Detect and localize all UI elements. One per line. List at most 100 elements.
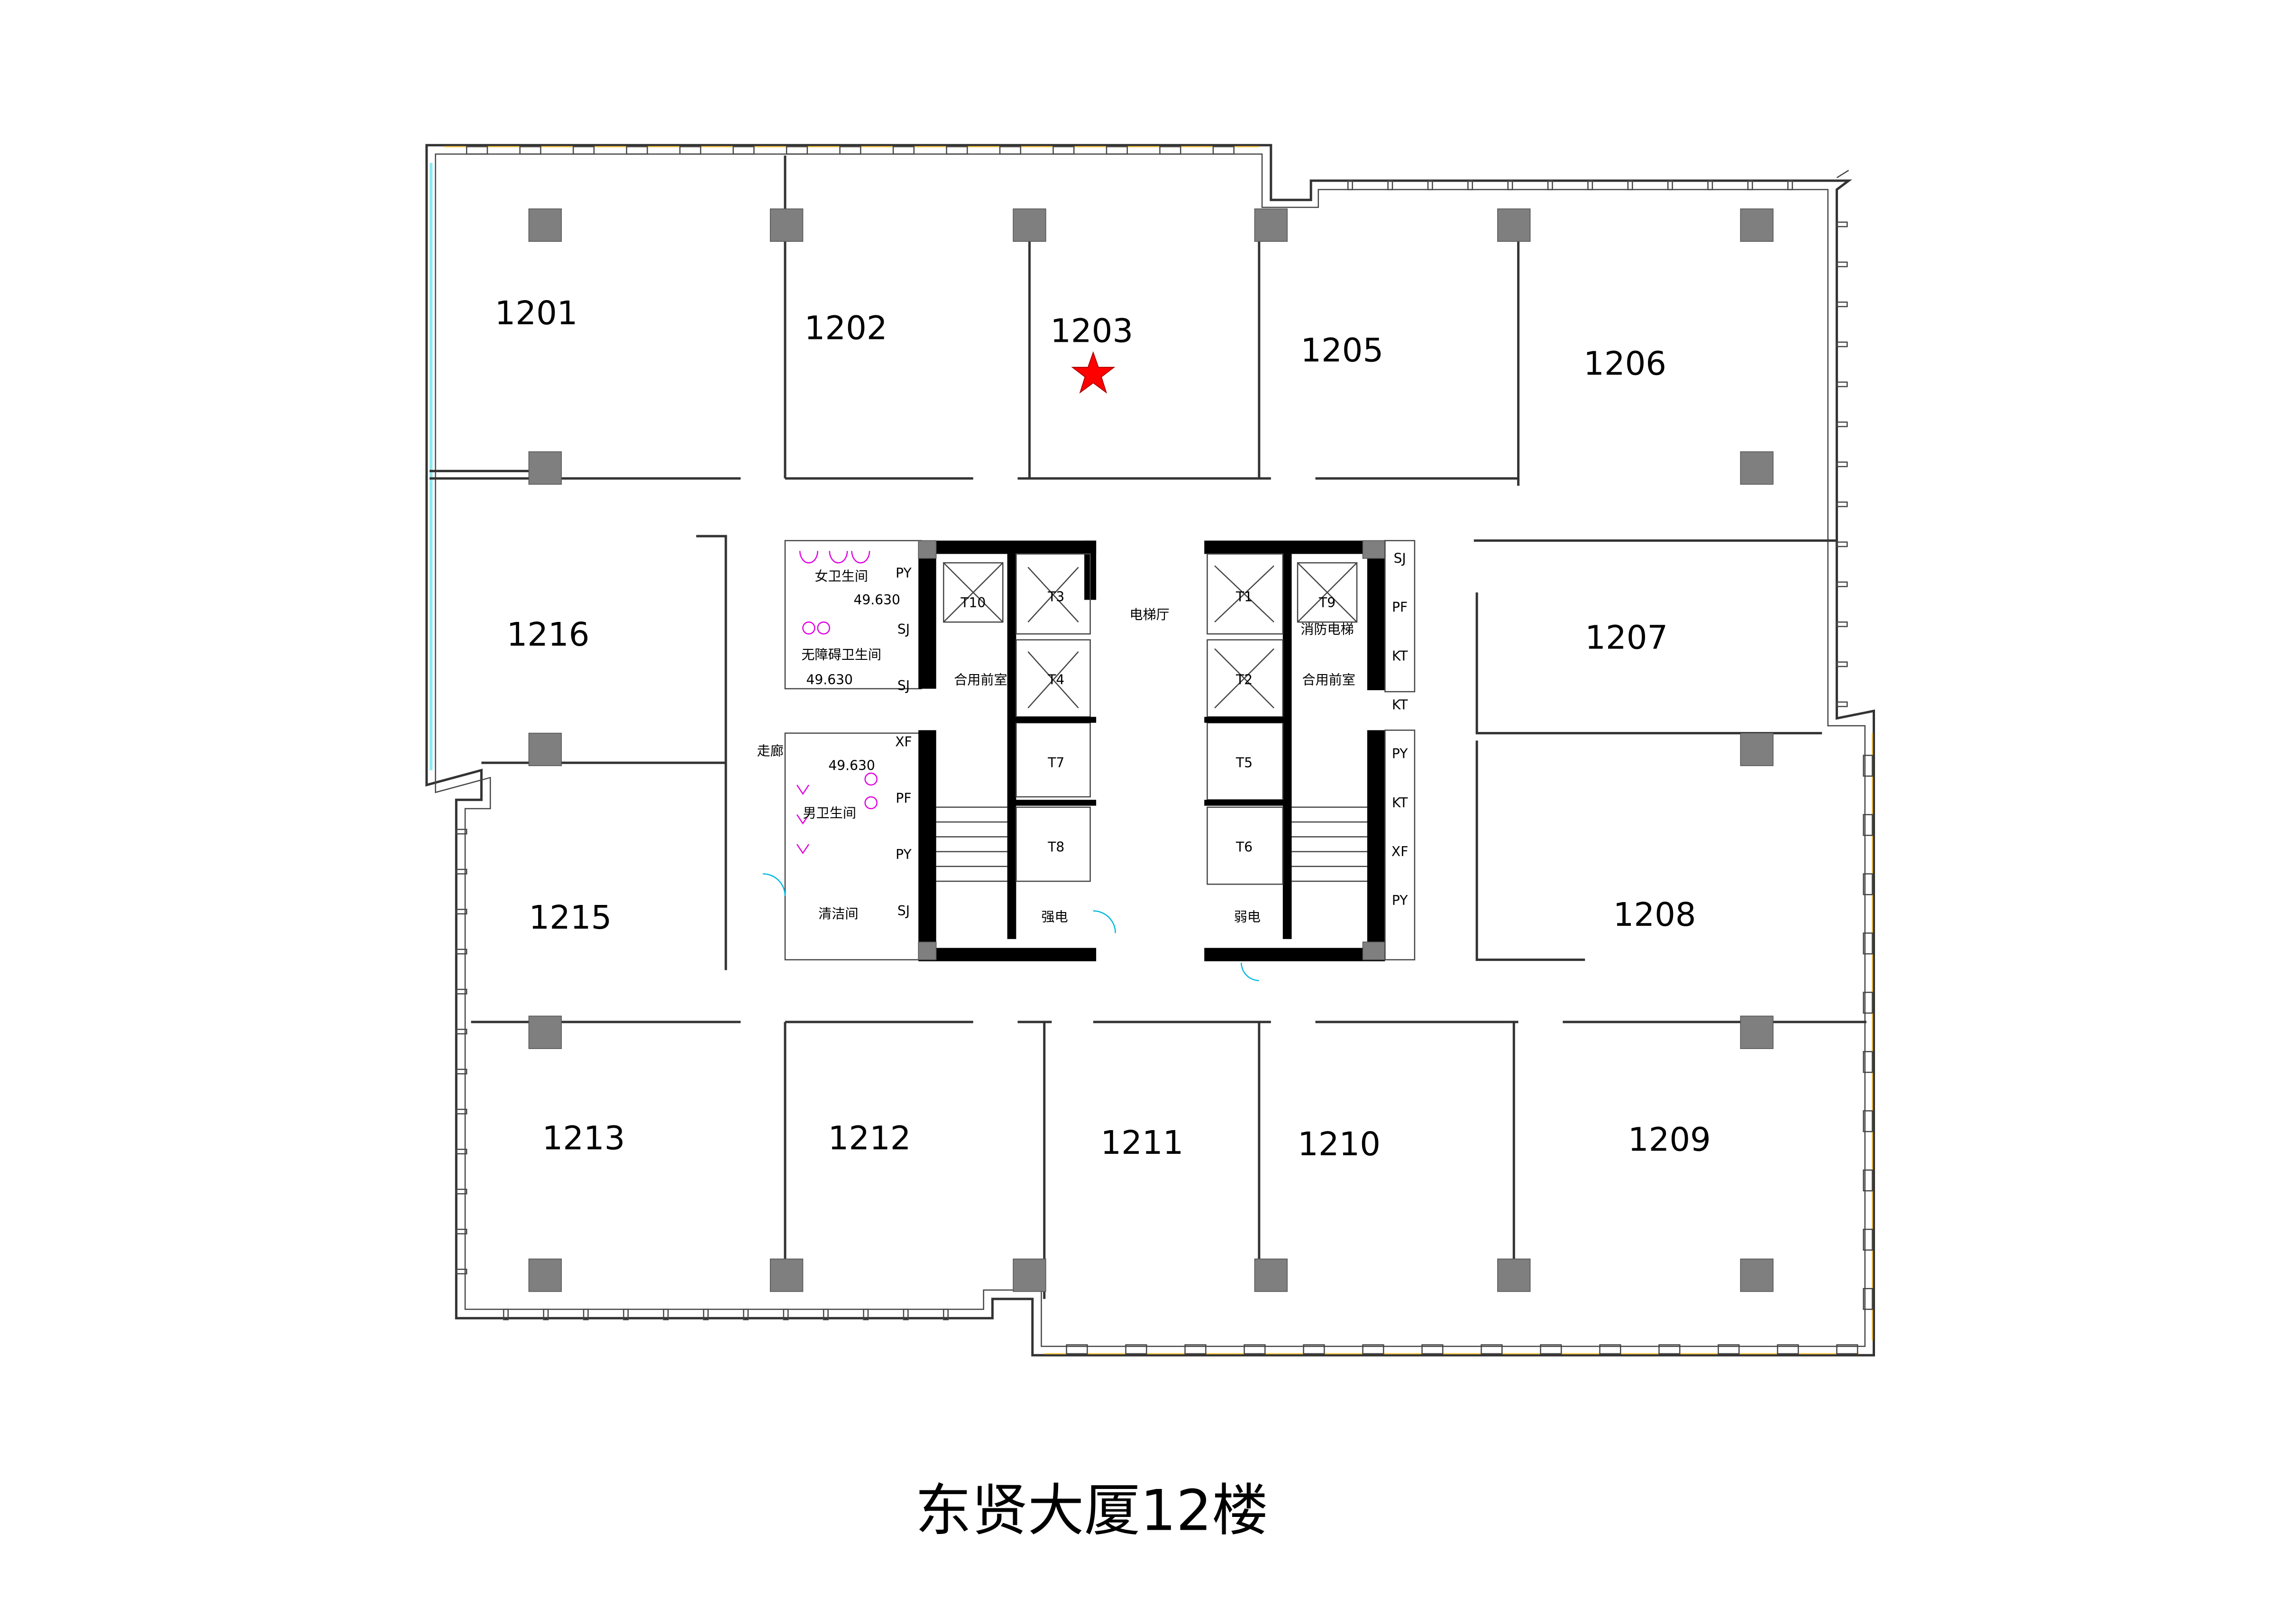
window-mullion bbox=[703, 1308, 709, 1321]
shaft-label: KT bbox=[1392, 648, 1408, 664]
column bbox=[769, 1258, 804, 1292]
shaft-label: PY bbox=[896, 847, 912, 862]
shaft-label: PY bbox=[1392, 893, 1408, 908]
window-mullion bbox=[1836, 581, 1848, 587]
window-mullion bbox=[1667, 180, 1673, 191]
shaft-label: PY bbox=[896, 566, 912, 581]
window-mullion bbox=[1052, 146, 1075, 155]
window-mullion bbox=[456, 1229, 467, 1234]
room-1211: 1211 bbox=[1101, 1124, 1184, 1162]
window-mullion bbox=[1125, 1344, 1147, 1354]
window-mullion bbox=[1347, 180, 1353, 191]
window-mullion bbox=[786, 146, 808, 155]
shaft-label: SJ bbox=[897, 903, 910, 919]
window-mullion bbox=[1836, 341, 1848, 347]
elevator-label: T6 bbox=[1235, 840, 1253, 855]
shaft-label: SJ bbox=[1394, 550, 1406, 566]
elevator-label: T1 bbox=[1235, 589, 1253, 605]
column bbox=[769, 208, 804, 242]
column bbox=[1013, 208, 1046, 242]
window-mullion bbox=[626, 146, 648, 155]
column bbox=[1497, 1258, 1531, 1292]
window-mullion bbox=[1863, 755, 1873, 777]
window-mullion bbox=[946, 146, 968, 155]
window-mullion bbox=[743, 1308, 749, 1321]
window-mullion bbox=[623, 1308, 629, 1321]
window-mullion bbox=[1863, 1229, 1873, 1251]
window-mullion bbox=[1362, 1344, 1384, 1354]
window-mullion bbox=[456, 868, 467, 875]
window-mullion bbox=[1863, 1110, 1873, 1132]
window-mullion bbox=[1540, 1344, 1562, 1354]
room-1209: 1209 bbox=[1628, 1121, 1711, 1159]
column bbox=[528, 1015, 562, 1049]
fire-elevator-label: 消防电梯 bbox=[1300, 621, 1354, 637]
window-mullion bbox=[1467, 180, 1473, 191]
window-mullion bbox=[456, 949, 467, 955]
window-mullion bbox=[456, 909, 467, 915]
window-mullion bbox=[663, 1308, 669, 1321]
window-mullion bbox=[1863, 932, 1873, 955]
window-mullion bbox=[943, 1308, 949, 1321]
elevator-label: T2 bbox=[1235, 672, 1253, 687]
female-wc-label: 女卫生间 bbox=[815, 568, 868, 584]
window-mullion bbox=[903, 1308, 909, 1321]
shaft-label: XF bbox=[1391, 844, 1408, 859]
window-mullion bbox=[543, 1308, 549, 1321]
window-mullion bbox=[1836, 701, 1848, 707]
window-mullion bbox=[1836, 1344, 1858, 1354]
room-1205: 1205 bbox=[1300, 331, 1383, 369]
shaft-label: PF bbox=[896, 790, 911, 806]
window-mullion bbox=[863, 1308, 869, 1321]
window-mullion bbox=[1863, 1287, 1873, 1310]
column bbox=[1013, 1258, 1046, 1292]
room-1203: 1203 bbox=[1050, 312, 1133, 350]
window-mullions bbox=[456, 146, 1873, 1354]
shaft-label: SJ bbox=[897, 678, 910, 694]
window-mullion bbox=[1836, 541, 1848, 548]
elevator-lobby-label: 电梯厅 bbox=[1129, 607, 1169, 622]
shaft-label: SJ bbox=[897, 621, 910, 637]
window-mullion bbox=[456, 829, 467, 835]
elevator-label: T9 bbox=[1318, 595, 1336, 611]
window-mullion bbox=[456, 988, 467, 995]
window-mullion bbox=[1427, 180, 1433, 191]
window-mullion bbox=[519, 146, 541, 155]
window-mullion bbox=[1481, 1344, 1503, 1354]
column bbox=[1740, 208, 1774, 242]
room-1215: 1215 bbox=[529, 899, 612, 937]
window-mullion bbox=[1658, 1344, 1681, 1354]
window-mullion bbox=[1587, 180, 1593, 191]
elevation-label: 49.630 bbox=[806, 672, 853, 687]
column bbox=[1740, 1258, 1774, 1292]
elevator-label: T4 bbox=[1047, 672, 1064, 687]
window-mullion bbox=[679, 146, 702, 155]
window-mullion bbox=[1836, 381, 1848, 387]
core-right bbox=[1204, 540, 1416, 981]
shaft-label: KT bbox=[1392, 697, 1408, 713]
corridor-label: 走廊 bbox=[757, 743, 784, 758]
window-mullion bbox=[456, 1188, 467, 1195]
elevator-label: T10 bbox=[960, 595, 986, 611]
window-mullion bbox=[583, 1308, 589, 1321]
window-mullion bbox=[1421, 1344, 1444, 1354]
window-mullion bbox=[1627, 180, 1633, 191]
window-mullion bbox=[1106, 146, 1128, 155]
room-1202: 1202 bbox=[805, 309, 887, 347]
shaft-label: XF bbox=[895, 734, 912, 750]
column bbox=[1254, 1258, 1288, 1292]
window-mullion bbox=[732, 146, 755, 155]
window-mullion bbox=[456, 1029, 467, 1035]
room-1207: 1207 bbox=[1585, 619, 1668, 657]
window-mullion bbox=[1787, 180, 1793, 191]
anteroom-label: 合用前室 bbox=[954, 672, 1007, 687]
window-mullion bbox=[1387, 180, 1393, 191]
column bbox=[1740, 1015, 1774, 1049]
window-mullion bbox=[456, 1108, 467, 1114]
elevation-label: 49.630 bbox=[854, 592, 900, 608]
elevator-label: T8 bbox=[1047, 840, 1064, 855]
power-room-label: 弱电 bbox=[1234, 909, 1261, 924]
shaft-label: PY bbox=[1392, 746, 1408, 762]
window-mullion bbox=[1863, 992, 1873, 1014]
male-wc-label: 男卫生间 bbox=[803, 805, 856, 821]
